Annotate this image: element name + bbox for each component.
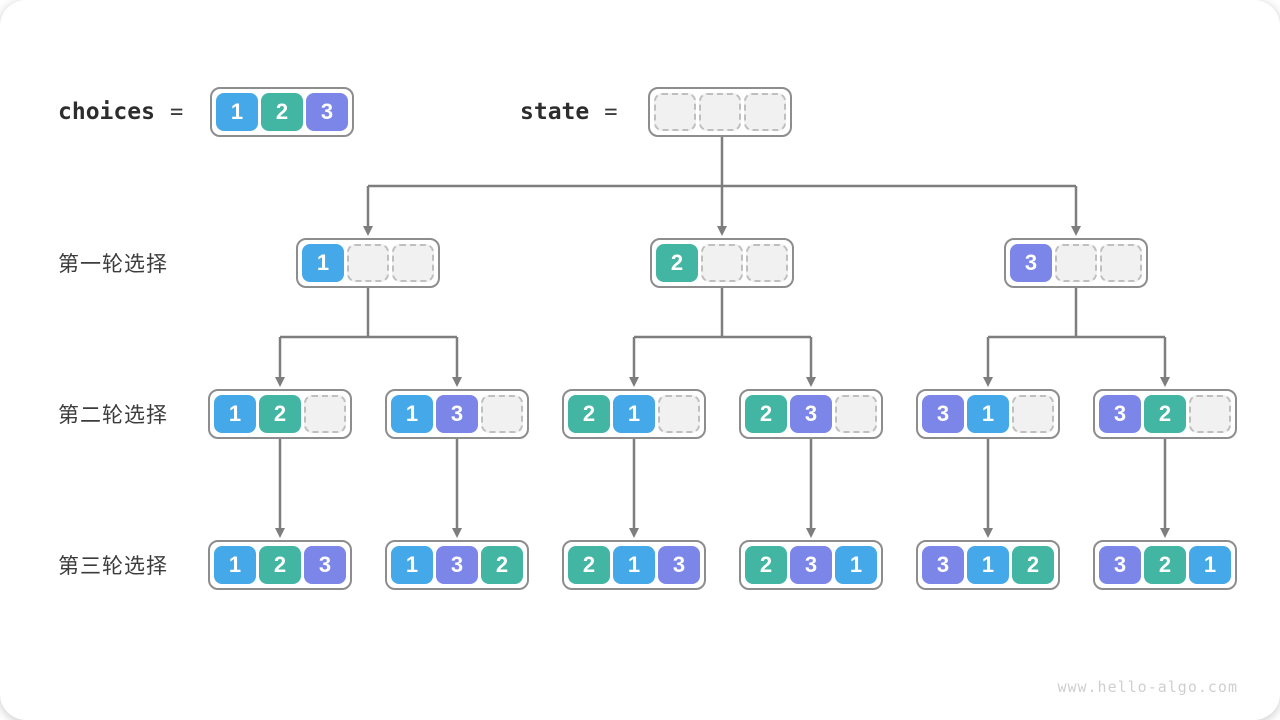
cell-empty	[392, 244, 434, 282]
cell-2: 2	[261, 93, 303, 131]
state-label: state	[520, 99, 590, 125]
cell-2: 2	[481, 546, 523, 584]
node-round1-2: 2	[650, 238, 794, 288]
cell-3: 3	[436, 395, 478, 433]
node-round1-3: 3	[1004, 238, 1148, 288]
cell-1: 1	[835, 546, 877, 584]
cell-3: 3	[922, 546, 964, 584]
cell-3: 3	[436, 546, 478, 584]
cell-2: 2	[1144, 395, 1186, 433]
cell-empty	[481, 395, 523, 433]
cell-empty	[746, 244, 788, 282]
cell-1: 1	[613, 395, 655, 433]
cell-2: 2	[745, 395, 787, 433]
cell-3: 3	[1010, 244, 1052, 282]
cell-empty	[699, 93, 741, 131]
cell-2: 2	[568, 546, 610, 584]
cell-2: 2	[1012, 546, 1054, 584]
cell-2: 2	[656, 244, 698, 282]
cell-3: 3	[658, 546, 700, 584]
cell-1: 1	[302, 244, 344, 282]
cell-3: 3	[922, 395, 964, 433]
cell-1: 1	[967, 546, 1009, 584]
cell-empty	[744, 93, 786, 131]
cell-2: 2	[259, 395, 301, 433]
cell-1: 1	[391, 546, 433, 584]
cell-empty	[347, 244, 389, 282]
cell-empty	[835, 395, 877, 433]
cell-empty	[304, 395, 346, 433]
state-equals-sign: =	[604, 99, 618, 125]
cell-2: 2	[1144, 546, 1186, 584]
watermark: www.hello-algo.com	[1057, 678, 1238, 696]
cell-3: 3	[790, 395, 832, 433]
cell-empty	[1012, 395, 1054, 433]
choices-label: choices	[58, 99, 155, 125]
round-2-label: 第二轮选择	[58, 404, 168, 427]
round-3-label: 第三轮选择	[58, 555, 168, 578]
cell-empty	[658, 395, 700, 433]
cell-empty	[654, 93, 696, 131]
cell-2: 2	[259, 546, 301, 584]
cell-2: 2	[745, 546, 787, 584]
node-round1-1: 1	[296, 238, 440, 288]
cell-1: 1	[613, 546, 655, 584]
cell-3: 3	[1099, 546, 1141, 584]
cell-2: 2	[568, 395, 610, 433]
state-box	[648, 87, 792, 137]
cell-1: 1	[214, 546, 256, 584]
cell-3: 3	[790, 546, 832, 584]
cell-3: 3	[304, 546, 346, 584]
cell-empty	[1055, 244, 1097, 282]
cell-empty	[1189, 395, 1231, 433]
state-label-group: state =	[520, 87, 618, 137]
cell-1: 1	[391, 395, 433, 433]
choices-equals-sign: =	[169, 99, 184, 125]
cell-3: 3	[1099, 395, 1141, 433]
cell-3: 3	[306, 93, 348, 131]
cell-1: 1	[214, 395, 256, 433]
round-1-label: 第一轮选择	[58, 253, 168, 276]
cell-empty	[701, 244, 743, 282]
cell-1: 1	[967, 395, 1009, 433]
cell-empty	[1100, 244, 1142, 282]
cell-1: 1	[216, 93, 258, 131]
choices-label-group: choices =	[58, 87, 183, 137]
cell-1: 1	[1189, 546, 1231, 584]
